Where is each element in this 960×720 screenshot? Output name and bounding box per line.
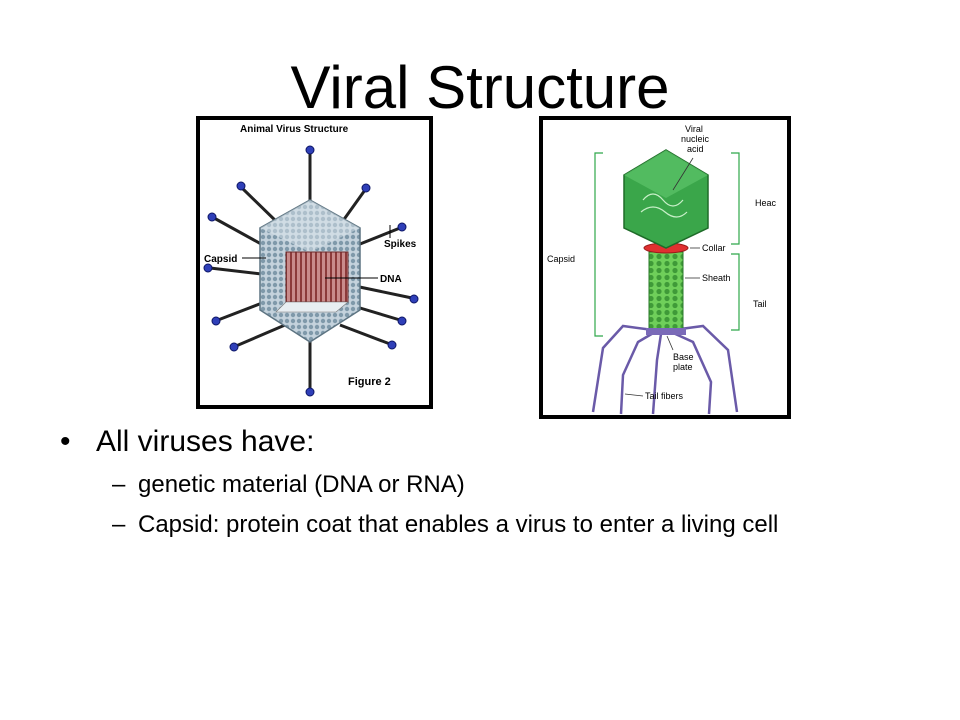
sub-bullet-text: genetic material (DNA or RNA): [138, 471, 465, 498]
tail-fibers: [591, 324, 739, 415]
figure-caption: Figure 2: [348, 376, 391, 388]
sub-bullet-marker: –: [112, 511, 126, 538]
nucleic-label: nucleic: [681, 134, 710, 144]
capsid-label: Capsid: [204, 254, 237, 265]
figure-heading: Animal Virus Structure: [240, 124, 349, 135]
dna-label: DNA: [380, 274, 402, 285]
slide-title: Viral Structure: [290, 54, 670, 121]
collar-label: Collar: [702, 243, 726, 253]
spike-tips: [203, 145, 419, 397]
sub-bullet-text: Capsid: protein coat that enables a viru…: [138, 511, 779, 538]
animal-virus-diagram: Animal Virus Structure: [203, 124, 419, 397]
animal-virus-figure: Animal Virus Structure: [196, 116, 433, 409]
sub-bullet-item: – genetic material (DNA or RNA): [60, 470, 900, 499]
viral-label: Viral: [685, 124, 703, 134]
spikes-label: Spikes: [384, 239, 417, 250]
sub-bullet-item: – Capsid: protein coat that enables a vi…: [60, 510, 900, 539]
bacteriophage-diagram: Viral nucleic acid Heac Collar Capsid Sh…: [547, 124, 777, 415]
acid-label: acid: [687, 144, 704, 154]
base-plate-shape: [646, 328, 686, 335]
head-label: Heac: [755, 198, 777, 208]
sub-bullet-marker: –: [112, 471, 126, 498]
bullet-item: • All viruses have:: [60, 420, 900, 464]
brackets: [594, 152, 740, 337]
base-label: Base: [673, 352, 694, 362]
capsid-label-phage: Capsid: [547, 254, 575, 264]
tail-fibers-label: Tail fibers: [645, 391, 684, 401]
sub-bullet-list: – genetic material (DNA or RNA) – Capsid…: [60, 470, 900, 539]
bacteriophage-figure: Viral nucleic acid Heac Collar Capsid Sh…: [539, 116, 791, 419]
bullet-marker: •: [60, 425, 71, 458]
sheath-label: Sheath: [702, 273, 731, 283]
bullet-text: All viruses have:: [96, 425, 315, 458]
dna-core: [285, 251, 349, 303]
sheath-shape: [648, 251, 684, 331]
bullet-list: • All viruses have: – genetic material (…: [60, 420, 900, 550]
tail-label: Tail: [753, 299, 767, 309]
plate-label: plate: [673, 362, 693, 372]
